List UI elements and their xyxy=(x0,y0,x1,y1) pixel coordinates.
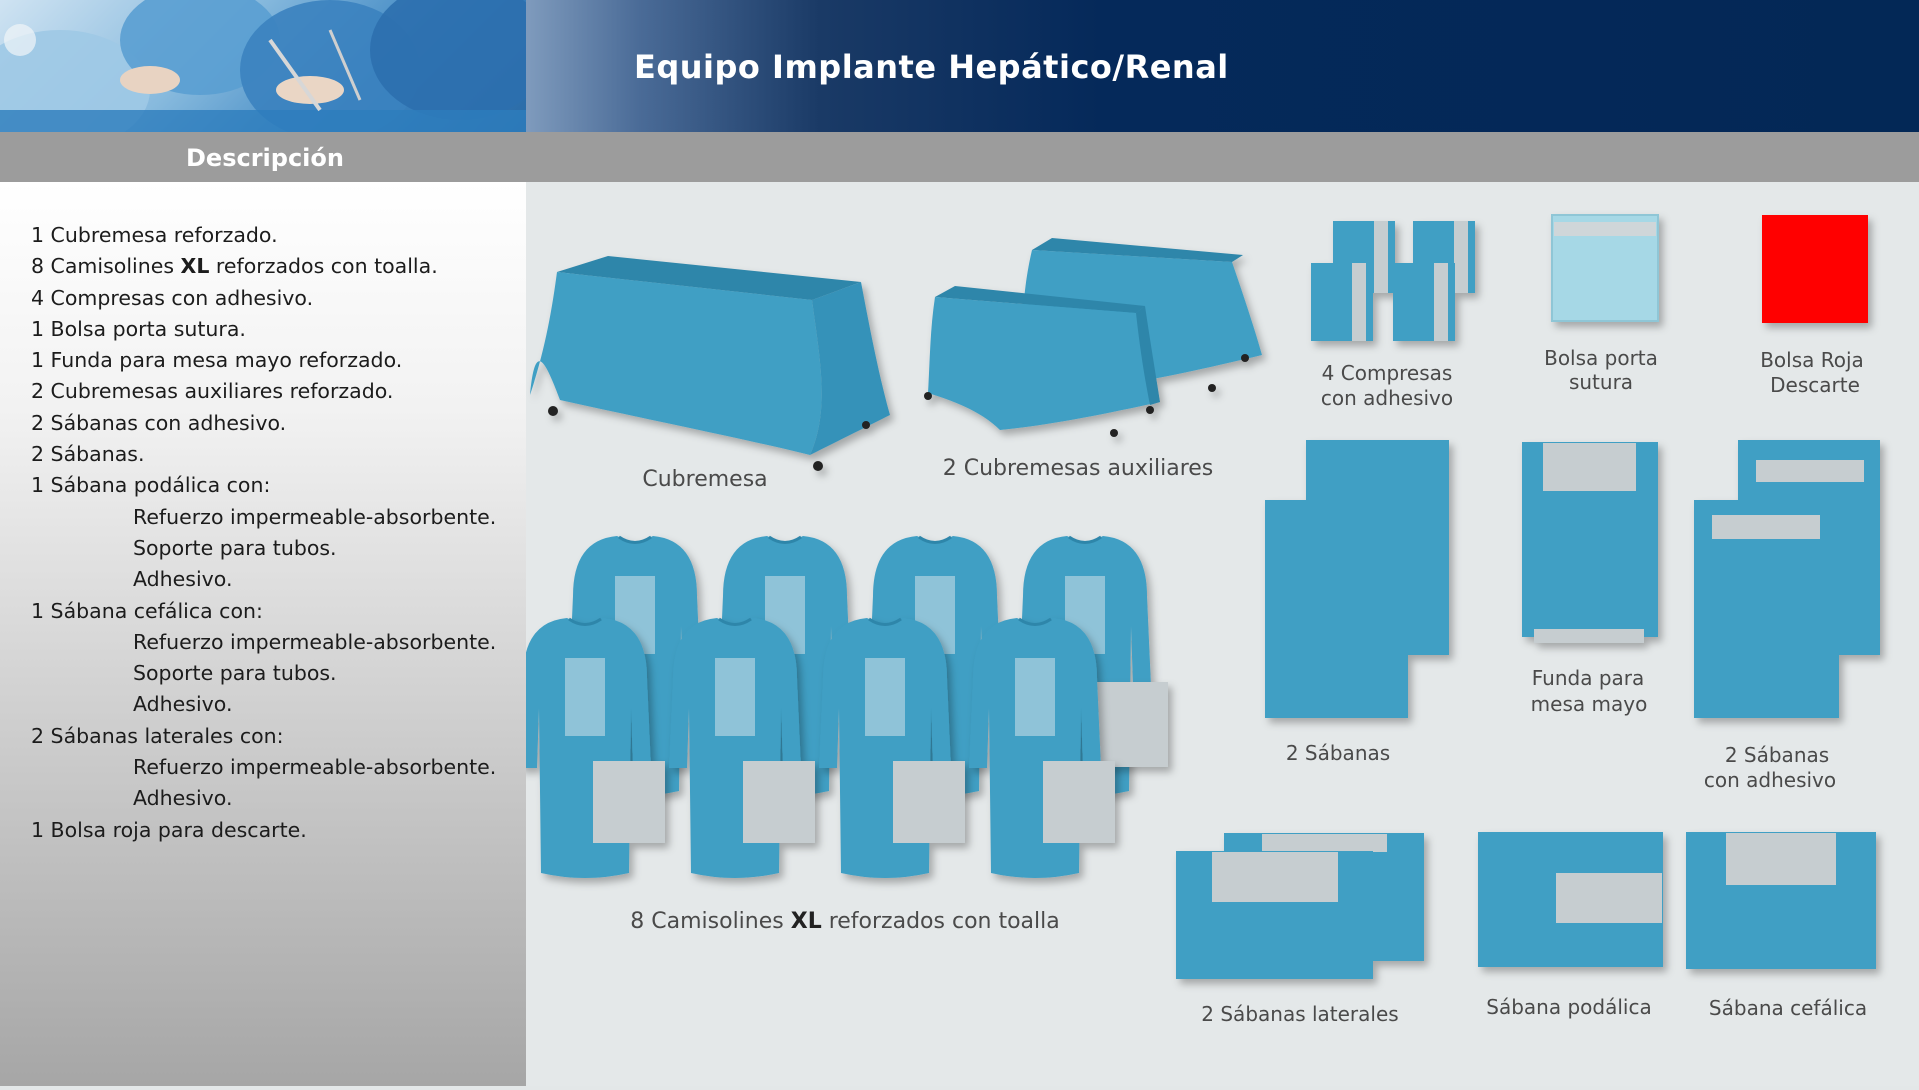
description-item: 2 Sábanas laterales con: xyxy=(31,721,496,752)
caption-compresas-1: 4 Compresas xyxy=(1322,361,1453,385)
description-item-text: 2 Sábanas laterales con: xyxy=(31,723,284,748)
description-item-text: 2 Cubremesas auxiliares reforzado. xyxy=(31,379,394,404)
illustration-panel: Cubremesa 2 Cubremesas auxiliares 4 Comp… xyxy=(519,182,1919,1086)
funda-mesa-mayo-illustration xyxy=(1522,442,1658,643)
page-title: Equipo Implante Hepático/Renal xyxy=(634,48,1229,86)
description-item-text: 2 Sábanas con adhesivo. xyxy=(31,410,287,435)
description-item-text: Adhesivo. xyxy=(133,786,233,811)
section-bar xyxy=(0,132,1919,182)
compresas-illustration xyxy=(1311,221,1475,341)
sabanas-laterales-illustration xyxy=(1176,833,1424,979)
gown-towel xyxy=(1093,682,1168,767)
caption-funda-mayo-2: mesa mayo xyxy=(1531,692,1648,716)
description-item-text: 1 Cubremesa reforzado. xyxy=(31,223,278,247)
description-item-text: Refuerzo impermeable-absorbente. xyxy=(133,755,497,780)
description-item: Adhesivo. xyxy=(31,783,496,814)
caption-funda-mayo-1: Funda para xyxy=(1532,666,1645,690)
gown xyxy=(669,617,815,878)
surgery-photo xyxy=(0,0,526,132)
description-item-text: Soporte para tubos. xyxy=(133,535,337,560)
description-item-text: 1 Sábana podálica con: xyxy=(31,473,271,498)
description-item-text: 1 Bolsa porta sutura. xyxy=(31,316,246,341)
sabanas-illustration xyxy=(1265,440,1449,718)
caption-camisolines-bold: XL xyxy=(791,909,822,934)
description-item-text: Refuerzo impermeable-absorbente. xyxy=(133,629,497,654)
description-item: 1 Sábana podálica con: xyxy=(31,470,496,501)
caption-cubremesa: Cubremesa xyxy=(642,467,767,492)
description-item: Soporte para tubos. xyxy=(31,533,496,564)
gown xyxy=(519,617,665,878)
description-item-text: 1 Sábana cefálica con: xyxy=(31,598,263,623)
description-item: 1 Bolsa roja para descarte. xyxy=(31,815,496,846)
description-item-text: 1 Funda para mesa mayo reforzado. xyxy=(31,348,403,373)
camisolines-illustration xyxy=(519,535,1168,878)
description-item: Refuerzo impermeable-absorbente. xyxy=(31,627,496,658)
description-item: Adhesivo. xyxy=(31,689,496,720)
description-item: 1 Funda para mesa mayo reforzado. xyxy=(31,345,496,376)
description-item-text-end: reforzados con toalla. xyxy=(209,254,438,279)
description-item: 1 Sábana cefálica con: xyxy=(31,596,496,627)
caption-sabanas-adhesivo-1: 2 Sábanas xyxy=(1725,743,1829,767)
description-item-text: 1 Bolsa roja para descarte. xyxy=(31,817,307,842)
description-item: 1 Bolsa porta sutura. xyxy=(31,314,496,345)
caption-cubremesas-auxiliares: 2 Cubremesas auxiliares xyxy=(943,456,1214,481)
caption-bolsa-roja-1: Bolsa Roja xyxy=(1760,348,1864,372)
bolsa-roja-illustration xyxy=(1762,215,1868,323)
caption-bolsa-sutura-1: Bolsa porta xyxy=(1544,346,1658,370)
caption-bolsa-sutura-2: sutura xyxy=(1569,370,1633,394)
description-item: 8 Camisolines XL reforzados con toalla. xyxy=(31,251,496,282)
section-title: Descripción xyxy=(186,144,344,172)
sabana-cefalica-illustration xyxy=(1686,832,1876,969)
description-item-bold: XL xyxy=(180,254,210,279)
surgery-photo-art xyxy=(0,0,526,132)
description-item-text: 8 Camisolines xyxy=(31,254,181,279)
description-item-text: Adhesivo. xyxy=(133,567,233,592)
cubremesas-auxiliares-illustration xyxy=(924,238,1262,437)
caption-sabana-cefalica: Sábana cefálica xyxy=(1709,996,1867,1020)
sabana-podalica-illustration xyxy=(1478,832,1663,967)
description-item-text: Adhesivo. xyxy=(133,692,233,717)
description-item-text: Refuerzo impermeable-absorbente. xyxy=(133,504,497,529)
description-item: 1 Cubremesa reforzado. xyxy=(31,220,496,251)
description-item-text: 4 Compresas con adhesivo. xyxy=(31,285,314,310)
gown xyxy=(819,617,965,878)
sabanas-adhesivo-illustration xyxy=(1694,440,1880,718)
description-list: 1 Cubremesa reforzado. 8 Camisolines XL r… xyxy=(31,220,496,846)
description-panel xyxy=(0,182,526,1086)
description-item: 4 Compresas con adhesivo. xyxy=(31,283,496,314)
description-item-text: 2 Sábanas. xyxy=(31,442,145,467)
cubremesa-illustration xyxy=(530,256,890,471)
description-item: Soporte para tubos. xyxy=(31,658,496,689)
bolsa-porta-sutura-illustration xyxy=(1551,214,1659,322)
description-item: Refuerzo impermeable-absorbente. xyxy=(31,502,496,533)
caption-bolsa-roja-2: Descarte xyxy=(1770,373,1860,397)
caption-camisolines: 8 Camisolines XL reforzados con toalla xyxy=(630,909,1059,934)
description-item: 2 Sábanas. xyxy=(31,439,496,470)
products-illustration: Cubremesa 2 Cubremesas auxiliares 4 Comp… xyxy=(519,214,1880,1026)
gown xyxy=(969,617,1115,878)
caption-camisolines-post: reforzados con toalla xyxy=(822,909,1060,934)
description-item: Refuerzo impermeable-absorbente. xyxy=(31,752,496,783)
description-item-text: Soporte para tubos. xyxy=(133,661,337,686)
description-item: 2 Cubremesas auxiliares reforzado. xyxy=(31,376,496,407)
caption-camisolines-pre: 8 Camisolines xyxy=(630,909,790,934)
caption-compresas-2: con adhesivo xyxy=(1321,386,1453,410)
caption-sabanas: 2 Sábanas xyxy=(1286,741,1390,765)
description-item: 2 Sábanas con adhesivo. xyxy=(31,408,496,439)
caption-sabana-podalica: Sábana podálica xyxy=(1486,995,1651,1019)
description-item: Adhesivo. xyxy=(31,564,496,595)
caption-sabanas-laterales: 2 Sábanas laterales xyxy=(1201,1002,1398,1026)
caption-sabanas-adhesivo-2: con adhesivo xyxy=(1704,768,1836,792)
